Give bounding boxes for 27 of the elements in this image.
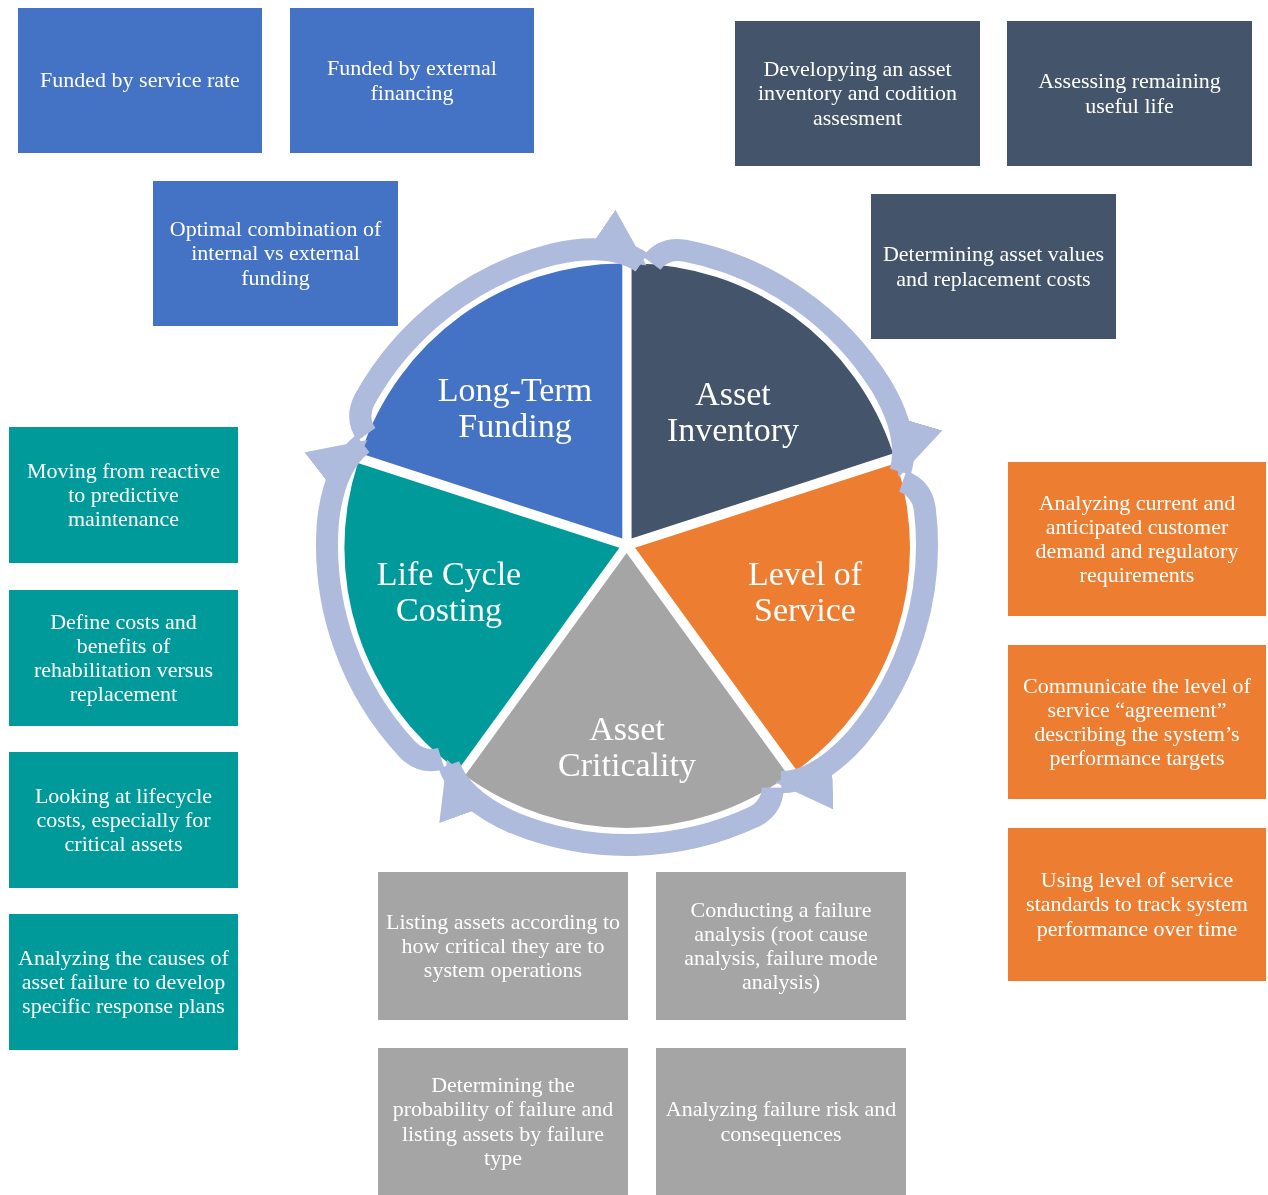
- info-box: Developying an asset inventory and codition assesment: [735, 21, 980, 166]
- info-box: Determining the probability of failure and listing assets by failure type: [378, 1048, 628, 1195]
- info-box: Listing assets according to how critical they are to system operations: [378, 872, 628, 1020]
- info-box: Funded by external financing: [290, 8, 534, 153]
- info-box: Analyzing current and anticipated customer demand and regulatory requirements: [1008, 462, 1266, 616]
- info-box: Conducting a failure analysis (root cause analysis, failure mode analysis): [656, 872, 906, 1020]
- segment-label: Asset Criticality: [557, 711, 697, 783]
- segment-label: Level of Service: [746, 556, 864, 628]
- info-box: Funded by service rate: [18, 8, 262, 153]
- info-box: Assessing remaining useful life: [1007, 21, 1252, 166]
- info-box: Communicate the level of service “agreement” describing the system’s performance targets: [1008, 645, 1266, 799]
- info-box: Define costs and benefits of rehabilitation versus replacement: [9, 590, 238, 726]
- info-box: Optimal combination of internal vs external funding: [153, 181, 398, 326]
- segment-label: Life Cycle Costing: [375, 556, 523, 628]
- info-box: Using level of service standards to track system performance over time: [1008, 828, 1266, 981]
- cycle-arrow: [305, 435, 444, 772]
- info-box: Looking at lifecycle costs, especially for critical assets: [9, 752, 238, 888]
- segment-label: Asset Inventory: [665, 376, 801, 448]
- cycle-arrow: [643, 239, 941, 478]
- cycle-arrow: [438, 759, 784, 856]
- info-box: Analyzing the causes of asset failure to develop specific response plans: [9, 914, 238, 1050]
- info-box: Moving from reactive to predictive maintenance: [9, 427, 238, 563]
- info-box: Analyzing failure risk and consequences: [656, 1048, 906, 1195]
- info-box: Determining asset values and replacement costs: [871, 194, 1116, 339]
- segment-label: Long-Term Funding: [436, 372, 594, 444]
- cycle-arrow: [349, 211, 648, 441]
- cycle-arrow: [775, 471, 938, 807]
